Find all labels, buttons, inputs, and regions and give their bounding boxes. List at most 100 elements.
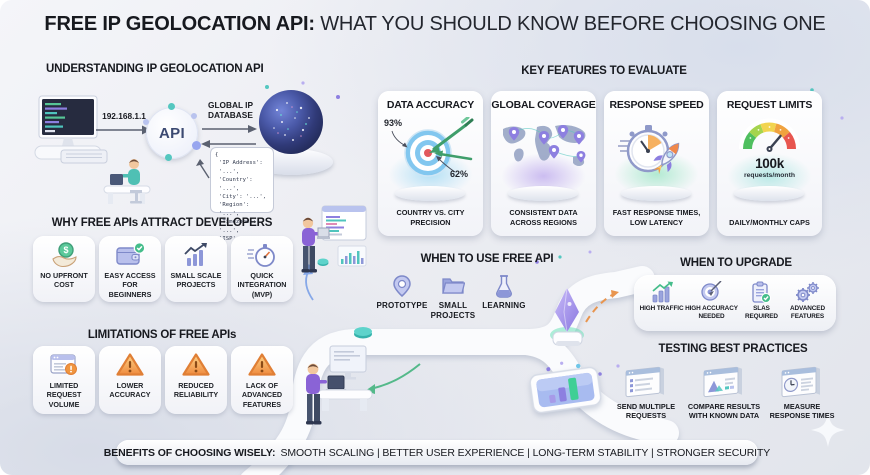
benefits-footer-lead: BENEFITS OF CHOOSING WISELY: <box>103 446 276 459</box>
global-ip-database-label: GLOBAL IP DATABASE <box>208 100 253 120</box>
feature-card-caption: COUNTRY VS. CITY PRECISION <box>396 208 465 227</box>
feature-card-data-accuracy: DATA ACCURACY 93% 62% COUNTRY VS. CITY P… <box>378 91 483 236</box>
response-arrow <box>196 159 210 179</box>
feature-card-global-coverage: GLOBAL COVERAGE C <box>491 91 596 236</box>
svg-text:$: $ <box>63 245 68 255</box>
api-node-dot <box>192 141 201 150</box>
when-to-upgrade-heading: WHEN TO UPGRADE <box>680 257 792 269</box>
upgrade-item-advanced: ADVANCED FEATURES <box>784 281 831 320</box>
benefit-card-small-scale: SMALL SCALE PROJECTS <box>165 236 227 302</box>
testing-item-label: COMPARE RESULTS WITH KNOWN DATA <box>687 402 761 421</box>
why-free-heading: WHY FREE APIs ATTRACT DEVELOPERS <box>51 217 273 229</box>
map-pin <box>508 125 586 163</box>
upgrade-item-label: SLAS REQUIRED <box>744 305 778 320</box>
request-arrow <box>96 125 151 135</box>
testing-item-label: SEND MULTIPLE REQUESTS <box>616 402 676 421</box>
limitation-card-label: LOWER ACCURACY <box>109 381 151 400</box>
json-field: 'Timezone': '...', <box>219 219 257 234</box>
clipboard-check-icon <box>752 281 772 303</box>
country-accuracy-stat: 93% <box>384 118 403 128</box>
feature-card-title: RESPONSE SPEED <box>609 99 704 111</box>
limitations-heading: LIMITATIONS OF FREE APIs <box>87 329 237 341</box>
testing-item-compare-results: COMPARE RESULTS WITH KNOWN DATA <box>684 358 764 421</box>
json-field: 'Country': '...', <box>219 177 253 192</box>
json-field: 'City': '...', <box>219 193 267 200</box>
feature-card-title: DATA ACCURACY <box>386 99 475 111</box>
request-limit-unit: requests/month <box>744 172 795 179</box>
benefit-card-label: EASY ACCESS FOR BEGINNERS <box>104 271 156 299</box>
road-arrow-green <box>365 363 421 394</box>
flask-icon <box>496 275 512 298</box>
limitation-card-label: REDUCED RELIABILITY <box>173 381 219 400</box>
upgrade-item-label: HIGH TRAFFIC <box>639 305 684 312</box>
hologram-tray <box>734 186 804 201</box>
developer-at-desk-icon <box>103 159 151 204</box>
upgrade-item-slas: SLAS REQUIRED <box>739 281 784 320</box>
accuracy-target-icon <box>701 281 723 301</box>
feature-card-caption: CONSISTENT DATA ACROSS REGIONS <box>509 208 578 227</box>
page-title-rest: WHAT YOU SHOULD KNOW BEFORE CHOOSING ONE <box>320 13 826 35</box>
upgrade-item-high-accuracy: HIGH ACCURACY NEEDED <box>684 281 739 320</box>
warning-triangle-icon <box>182 353 210 376</box>
feature-card-title: GLOBAL COVERAGE <box>491 99 596 111</box>
api-node-dot <box>143 119 149 125</box>
api-node-dot <box>191 113 197 119</box>
upgrade-panel: HIGH TRAFFIC HIGH ACCURACY NEEDED SLAS R… <box>634 275 836 331</box>
api-node-dot <box>165 154 172 161</box>
developer-standing-illustration <box>301 205 367 273</box>
feature-card-caption: DAILY/MONTHLY CAPS <box>729 217 810 227</box>
json-field: 'Region': '...', <box>219 202 250 217</box>
limitation-card-label: LACK OF ADVANCED FEATURES <box>241 381 283 409</box>
gears-icon <box>796 282 820 302</box>
world-map-pins-icon <box>503 124 586 166</box>
testing-item-send-requests: SEND MULTIPLE REQUESTS <box>610 358 682 421</box>
key-features-heading: KEY FEATURES TO EVALUATE <box>521 65 687 77</box>
warning-triangle-icon <box>248 353 276 376</box>
crystal-waypoint-illustration <box>550 287 584 346</box>
hologram-tray <box>508 186 578 201</box>
benefit-card-quick-integration: QUICK INTEGRATION (MVP) <box>231 236 293 302</box>
feature-card-response-speed: RESPONSE SPEED FAST RESPONSE <box>604 91 709 236</box>
upgrade-item-label: HIGH ACCURACY NEEDED <box>685 305 738 320</box>
page-title: FREE IP GEOLOCATION API: WHAT YOU SHOULD… <box>0 13 870 36</box>
small-bar-chart-icon <box>184 243 207 266</box>
target-arrows-icon <box>391 117 474 177</box>
road-arrow-blue <box>303 264 314 301</box>
json-brace-open: { <box>215 152 219 158</box>
testing-heading: TESTING BEST PRACTICES <box>658 343 808 355</box>
road-arrow-orange <box>585 290 619 323</box>
stopwatch-rocket-icon <box>618 125 680 175</box>
growth-chart-icon <box>651 281 673 303</box>
hologram-tray <box>621 186 691 201</box>
request-limit-value: 100k <box>755 156 784 171</box>
computer-monitor-icon <box>34 95 108 164</box>
page-title-lead: FREE IP GEOLOCATION API: <box>44 13 315 35</box>
stopwatch-icon <box>247 244 275 267</box>
compare-window-icon <box>703 366 742 398</box>
folder-icon <box>442 278 465 294</box>
benefits-footer-banner: BENEFITS OF CHOOSING WISELY: SMOOTH SCAL… <box>104 440 770 465</box>
understanding-heading: UNDERSTANDING IP GEOLOCATION API <box>46 63 264 75</box>
limitation-card-reduced-reliability: REDUCED RELIABILITY <box>165 346 227 414</box>
hologram-tray <box>395 186 465 201</box>
use-case-prototype: PROTOTYPE <box>374 274 430 311</box>
use-case-label: LEARNING <box>482 301 526 310</box>
upgrade-item-high-traffic: HIGH TRAFFIC <box>639 281 684 313</box>
map-pin-icon <box>393 275 411 297</box>
hand-coin-icon: $ <box>52 242 77 268</box>
wallet-check-icon <box>116 242 145 265</box>
database-exchange-arrows <box>201 125 257 148</box>
gauge-icon <box>739 118 800 152</box>
ip-address-label: 192.168.1.1 <box>102 111 146 121</box>
use-case-small-projects: SMALL PROJECTS <box>424 274 482 321</box>
use-case-label: PROTOTYPE <box>376 301 428 310</box>
testing-item-measure-times: MEASURE RESPONSE TIMES <box>766 358 838 421</box>
limitation-card-label: LIMITED REQUEST VOLUME <box>46 381 82 409</box>
api-node-dot <box>168 103 175 110</box>
city-accuracy-stat: 62% <box>450 169 469 179</box>
road-disc <box>317 258 372 339</box>
globe-icon <box>259 90 323 154</box>
developer-testing-illustration <box>306 345 373 425</box>
feature-card-title: REQUEST LIMITS <box>726 99 813 111</box>
